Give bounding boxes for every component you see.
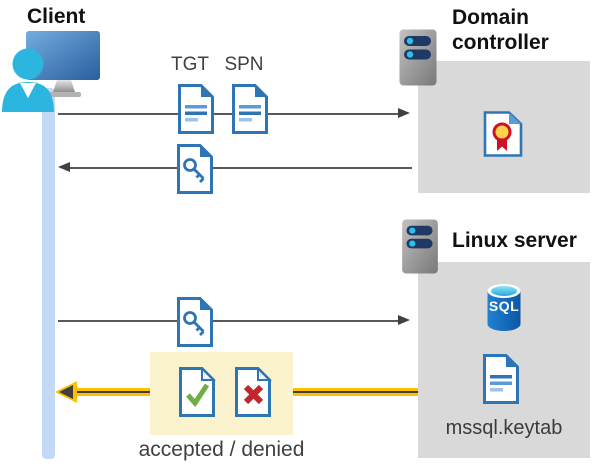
- request-arrow-line: [58, 113, 400, 115]
- request-arrowhead-icon: [398, 108, 410, 118]
- tgt-reply-arrow-line: [70, 167, 412, 169]
- result-caption: accepted / denied: [138, 438, 305, 461]
- ticket-to-linux-arrowhead-icon: [398, 315, 410, 325]
- server-icon: [402, 219, 438, 274]
- response-arrowhead-icon: [59, 385, 73, 399]
- server-icon: [399, 29, 437, 86]
- key-document-icon: [177, 144, 213, 194]
- keytab-label: mssql.keytab: [445, 417, 563, 439]
- spn-ticket-document-icon: [232, 84, 268, 134]
- tgt-ticket-document-icon: [178, 84, 214, 134]
- sql-database-icon: [487, 284, 521, 331]
- tgt-reply-arrowhead-icon: [58, 162, 70, 172]
- client-timeline-bar: [42, 88, 55, 459]
- tgt-label: TGT: [171, 54, 209, 75]
- sql-badge-label: SQL: [488, 298, 520, 314]
- key-document-icon: [177, 297, 213, 347]
- linux-server-label: Linux server: [452, 229, 577, 252]
- denied-document-icon: [235, 367, 272, 417]
- keytab-document-icon: [483, 354, 519, 404]
- domain-controller-label: Domain controller: [452, 6, 549, 54]
- certificate-document-icon: [483, 111, 523, 157]
- ticket-to-linux-arrow-line: [58, 320, 400, 322]
- client-label: Client: [27, 5, 86, 28]
- accepted-document-icon: [179, 367, 216, 417]
- spn-label: SPN: [224, 54, 264, 75]
- client-workstation-icon: [2, 31, 100, 112]
